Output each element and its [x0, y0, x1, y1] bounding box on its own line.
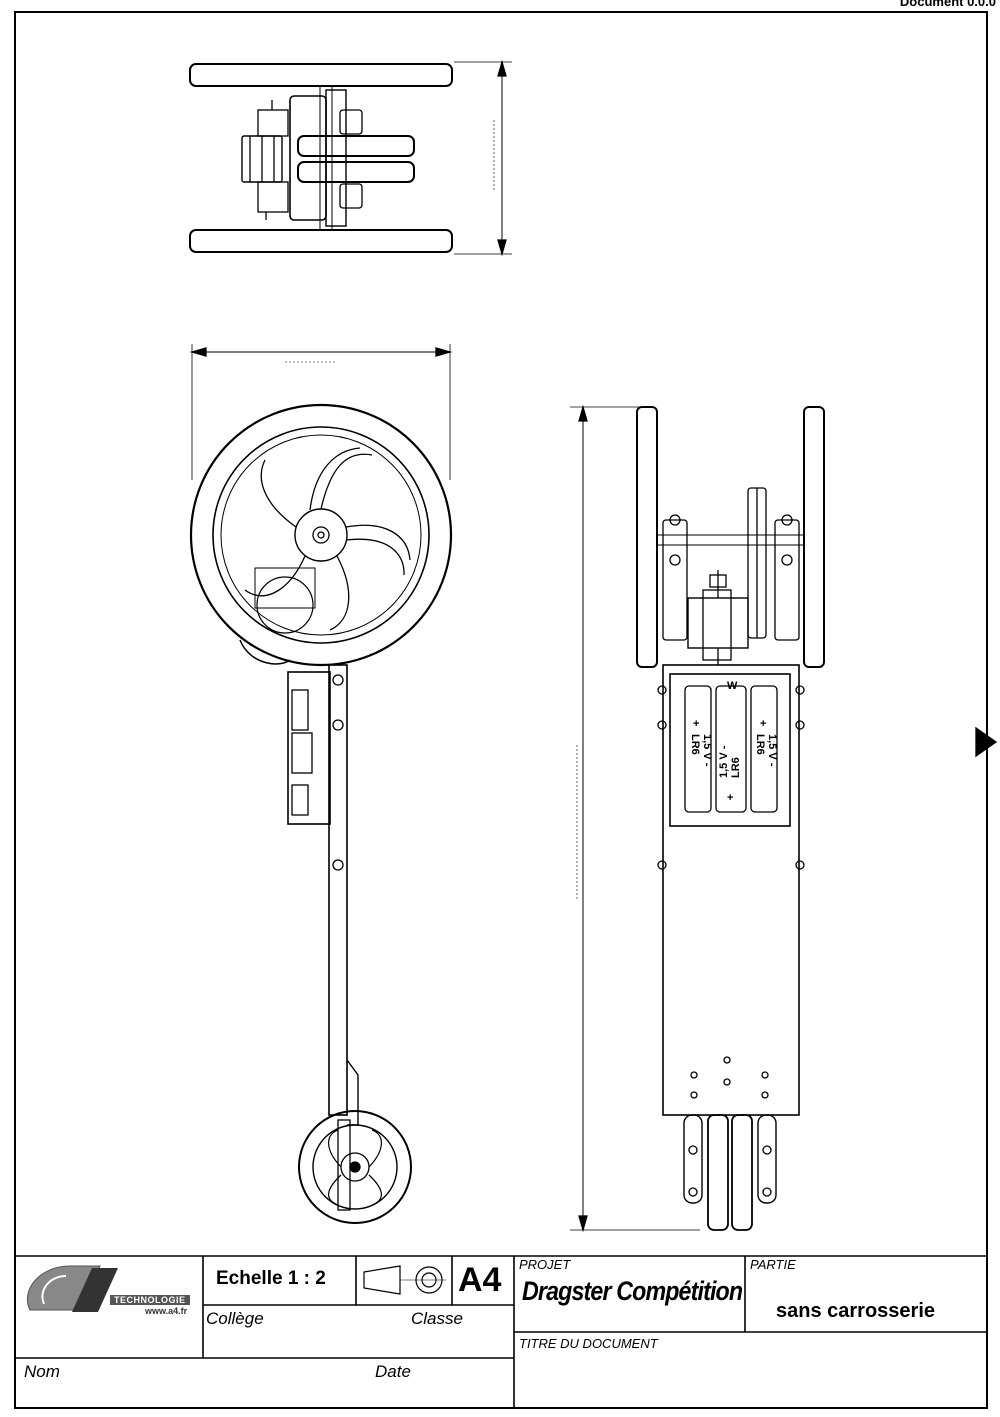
top-view [189, 59, 512, 257]
document-number: Document 0.0.0 [899, 0, 996, 9]
battery-label-1: 1,5 V - LR6 [689, 734, 713, 767]
partie-value: sans carrosserie [776, 1300, 936, 1322]
projet-label: PROJET [519, 1257, 571, 1272]
battery-label-2: 1,5 V - LR6 [718, 745, 742, 778]
drawing-frame [14, 11, 988, 1409]
side-view [189, 344, 453, 1224]
battery-plus-2: + [727, 792, 734, 804]
logo-url: www.a4.fr [145, 1306, 188, 1316]
projection-symbol-icon [363, 1265, 446, 1295]
scale-label: Echelle 1 : 2 [216, 1268, 326, 1289]
date-label: Date [375, 1362, 411, 1381]
partie-label: PARTIE [750, 1257, 796, 1272]
battery-spring: W [727, 680, 738, 692]
format-label: A4 [458, 1261, 502, 1299]
college-label: Collège [206, 1309, 264, 1328]
title-block-grid [14, 1255, 988, 1409]
sheet-marker-arrow [975, 726, 998, 758]
logo-subtitle: TECHNOLOGIE [110, 1290, 190, 1308]
bottom-view [570, 404, 825, 1233]
nom-label: Nom [24, 1362, 60, 1381]
battery-plus-1: + [693, 718, 700, 730]
battery-plus-3: + [760, 718, 767, 730]
battery-label-3: 1,5 V - LR6 [754, 734, 778, 767]
titre-label: TITRE DU DOCUMENT [519, 1336, 658, 1351]
a4-logo-icon [26, 1265, 118, 1312]
classe-label: Classe [411, 1309, 463, 1328]
projet-value: Dragster Compétition [522, 1276, 743, 1306]
